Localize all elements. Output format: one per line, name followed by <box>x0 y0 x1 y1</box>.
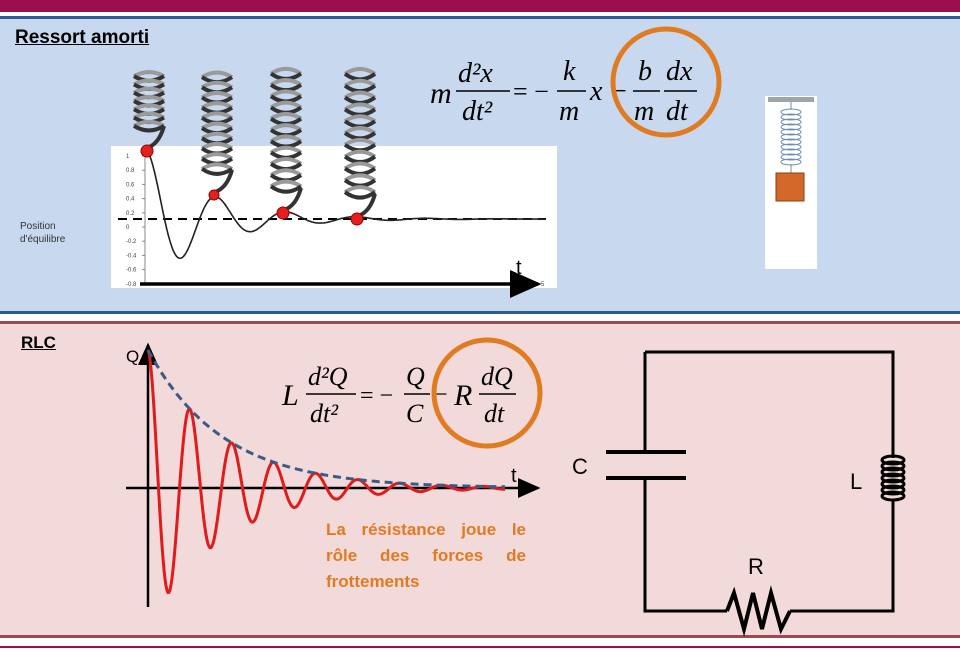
rlc-equation: L d²Q dt² = − Q C − R dQ dt <box>281 362 516 428</box>
panel-divider <box>0 321 960 324</box>
resistance-note: La résistance joue le rôle des forces de… <box>326 520 526 591</box>
circuit-wire <box>790 500 895 613</box>
y-tick-label: -0.8 <box>126 282 137 288</box>
position-marker <box>276 206 290 220</box>
inductor-label: L <box>850 469 862 494</box>
plot-background <box>111 146 557 288</box>
y-tick-label: -0.6 <box>126 268 137 274</box>
y-tick-label: 0.4 <box>126 197 135 203</box>
svg-text:dt²: dt² <box>462 96 493 127</box>
panel-divider <box>0 311 960 314</box>
circuit-wire <box>643 478 727 613</box>
y-tick-label: 0.8 <box>126 168 135 174</box>
spring-coils <box>132 66 377 218</box>
svg-text:dt: dt <box>666 96 689 127</box>
header-rule <box>0 16 960 19</box>
svg-text:d²x: d²x <box>458 58 493 89</box>
svg-text:dx: dx <box>666 56 693 87</box>
header-bar <box>0 0 960 12</box>
y-tick-label: -0.2 <box>126 239 137 245</box>
svg-text:L: L <box>281 379 299 412</box>
damping-term-highlight <box>610 26 722 138</box>
svg-text:m: m <box>559 96 579 127</box>
hanging-spring-illustration <box>765 96 817 269</box>
charge-label: Q <box>126 347 139 366</box>
exponential-envelope <box>146 349 505 489</box>
svg-text:dQ: dQ <box>481 362 513 391</box>
resistor-label: R <box>748 554 764 579</box>
circuit-wire <box>645 350 895 458</box>
spring-time-label: t <box>516 257 522 279</box>
svg-text:x −: x − <box>589 76 628 107</box>
inductor-symbol <box>880 454 906 502</box>
svg-text:−: − <box>434 382 448 408</box>
spring-equation: m d²x dt² = − k m x − b m dx dt <box>430 56 697 127</box>
rlc-time-label: t <box>511 465 517 487</box>
resistor-symbol <box>725 585 792 637</box>
svg-text:k: k <box>563 56 576 87</box>
svg-text:= −: = − <box>360 383 393 409</box>
spring-section-title: Ressort amorti <box>15 27 150 48</box>
position-marker <box>350 212 364 226</box>
resistance-term-highlight <box>431 337 543 449</box>
y-tick-label: 1 <box>126 154 130 160</box>
svg-text:m: m <box>430 77 452 110</box>
svg-text:m: m <box>634 96 654 127</box>
svg-text:dt²: dt² <box>310 399 339 428</box>
equilibrium-label: Position d'équilibre <box>20 221 66 245</box>
svg-text:d²Q: d²Q <box>308 362 348 391</box>
svg-text:C: C <box>406 399 424 428</box>
position-marker <box>208 189 220 201</box>
svg-text:Q: Q <box>406 362 425 391</box>
svg-text:b: b <box>638 56 652 87</box>
rlc-section-title: RLC <box>21 333 56 352</box>
capacitor-label: C <box>572 454 588 479</box>
position-marker <box>140 144 154 158</box>
footer-rule <box>0 646 960 648</box>
svg-text:= −: = − <box>513 77 549 106</box>
y-tick-label: -0.4 <box>126 253 137 259</box>
rlc-circuit <box>606 350 906 637</box>
panel-divider <box>0 635 960 638</box>
y-tick-label: 0.6 <box>126 182 135 188</box>
spring-plot-y-axis: 1 0.8 0.6 0.4 0.2 0 -0.2 -0.4 -0.6 -0.8 <box>126 152 146 288</box>
charge-oscillation-curve <box>146 349 505 595</box>
mass-block <box>775 172 805 202</box>
y-tick-label: 0.2 <box>126 211 135 217</box>
rlc-panel <box>0 324 960 635</box>
svg-text:dt: dt <box>484 399 505 428</box>
svg-text:R: R <box>453 379 472 412</box>
y-tick-label: 0 <box>126 225 130 231</box>
x-end-tick: 5 <box>541 282 545 288</box>
